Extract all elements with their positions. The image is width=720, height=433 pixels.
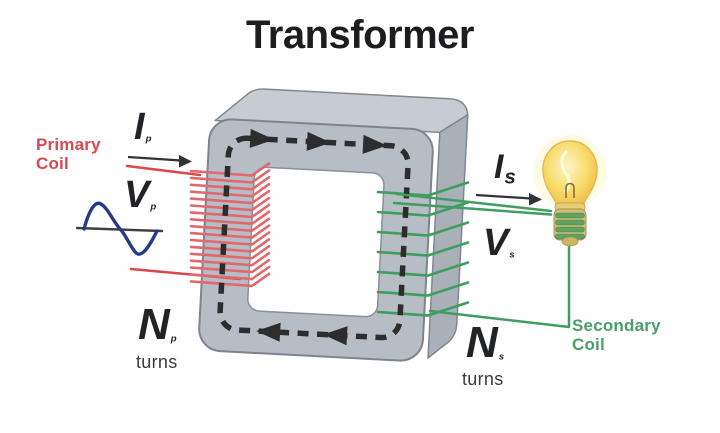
primary-coil-turn: [189, 231, 271, 246]
primary-coil-turn: [189, 251, 271, 267]
secondary-wire-return: [428, 244, 571, 329]
secondary-coil-turn: [376, 221, 470, 237]
primary-coil-turn: [189, 196, 271, 212]
primary-coil-turn: [189, 169, 271, 184]
primary-voltage-subscript: p: [150, 201, 157, 213]
secondary-turns-subscript: s: [498, 351, 505, 363]
primary-coil-turn: [189, 272, 271, 288]
ac-waveform-icon: [75, 201, 164, 256]
secondary-coil-turn: [376, 241, 470, 257]
primary-current-label: Ip: [134, 106, 151, 149]
primary-coil-turn: [189, 162, 271, 177]
bulb-base-thread: [555, 212, 585, 219]
secondary-coil-turn: [376, 181, 470, 197]
core-window: [247, 166, 385, 318]
primary-turns-subscript: p: [170, 333, 177, 345]
secondary-current-arrow-icon: [475, 193, 542, 206]
page-title: Transformer: [246, 13, 474, 57]
secondary-voltage-symbol: V: [483, 222, 509, 264]
flux-dashed-path: [217, 135, 411, 341]
light-bulb-icon: [533, 135, 607, 247]
primary-current-subscript: p: [145, 133, 152, 145]
primary-coil-turn: [189, 217, 271, 233]
primary-coil-turn: [189, 210, 271, 226]
primary-turns-caption: turns: [136, 352, 178, 372]
flux-arrow-icon: [256, 322, 281, 342]
secondary-coil-turn: [376, 301, 470, 317]
bulb-filament: [565, 182, 575, 198]
core-right-face: [427, 114, 469, 359]
secondary-wires: [392, 192, 571, 329]
primary-coil-turn: [189, 176, 271, 191]
secondary-turns-caption: turns: [462, 369, 504, 389]
secondary-turns-symbol: N: [466, 318, 498, 367]
primary-voltage-label: Vp: [124, 174, 156, 217]
primary-coil-turn: [189, 182, 271, 198]
primary-wire-top: [125, 164, 202, 177]
secondary-voltage-subscript: s: [509, 249, 515, 261]
primary-turns-symbol: N: [138, 300, 170, 349]
secondary-current-arrow-line: [475, 193, 532, 200]
primary-coil-turn: [189, 224, 271, 239]
primary-coil-turn: [189, 189, 271, 205]
secondary-turns-label: Ns: [466, 318, 504, 368]
iron-core: [198, 88, 469, 362]
bulb-base-tip: [561, 236, 579, 247]
secondary-wire-top2: [392, 201, 553, 216]
bulb-base-thread: [555, 226, 585, 233]
primary-coil-winding: [189, 162, 271, 288]
secondary-current-label: Is: [494, 148, 516, 189]
primary-coil-turn: [189, 203, 271, 219]
flux-arrow-icon: [306, 131, 332, 151]
secondary-current-subscript: s: [504, 166, 516, 189]
secondary-coil-turn: [376, 281, 470, 297]
secondary-coil-turn: [376, 261, 470, 277]
primary-current-symbol: I: [134, 106, 145, 148]
primary-coil-label: Primary Coil: [36, 135, 101, 174]
secondary-voltage-label: Vs: [483, 222, 515, 265]
primary-current-arrow-head: [179, 155, 192, 168]
ac-sine-curve: [82, 201, 159, 256]
primary-voltage-symbol: V: [124, 174, 150, 216]
primary-turns-label: Np: [138, 300, 177, 350]
secondary-current-arrow-head: [529, 193, 542, 206]
flux-arrow-icon: [323, 326, 348, 346]
primary-current-arrow-icon: [127, 155, 192, 168]
bulb-highlight: [560, 150, 571, 193]
primary-coil-turn: [189, 245, 271, 260]
bulb-base-thread: [555, 219, 585, 226]
secondary-wire-top: [395, 192, 553, 213]
secondary-current-symbol: I: [494, 148, 504, 186]
flux-arrow-icon: [362, 134, 388, 154]
flux-arrow-icon: [249, 128, 275, 148]
primary-current-arrow-line: [127, 155, 182, 162]
secondary-coil-label: Secondary Coil: [572, 316, 661, 355]
primary-coil-turn: [189, 265, 271, 281]
magnetic-flux-loop: [217, 128, 411, 346]
primary-coil-turn: [189, 258, 271, 274]
primary-coil-turn: [189, 238, 271, 253]
